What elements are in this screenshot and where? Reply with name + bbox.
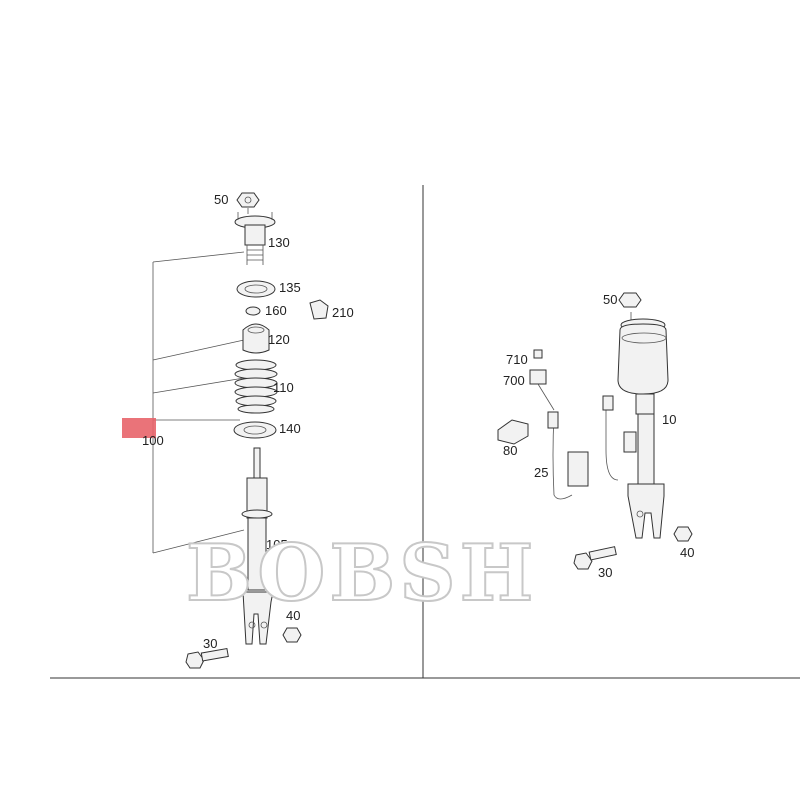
- diagram-frame: [50, 185, 800, 679]
- callout-label: 40: [286, 608, 300, 623]
- callout-label: 130: [268, 235, 290, 250]
- callout-label: 25: [534, 465, 548, 480]
- lower-nut: [282, 627, 302, 643]
- callout-label: 50: [214, 192, 228, 207]
- clip: [309, 299, 329, 320]
- top-nut: [618, 292, 642, 308]
- bump-stop: [242, 323, 270, 354]
- highlight-marker: [122, 418, 156, 438]
- callout-label: 30: [598, 565, 612, 580]
- callout-label: 105: [266, 537, 288, 552]
- washer: [245, 306, 261, 316]
- callout-label: 710: [506, 352, 528, 367]
- callout-label: 10: [662, 412, 676, 427]
- callout-label: 700: [503, 373, 525, 388]
- lower-bolt: [573, 546, 617, 570]
- bearing: [236, 280, 276, 298]
- shock-absorber: [241, 447, 274, 645]
- left-panel: 50 130 135 160 210 120 110 140 100 105 4…: [122, 192, 354, 669]
- sensor-line: [547, 395, 637, 500]
- top-mount: [234, 208, 276, 265]
- top-nut: [236, 192, 260, 208]
- valve-assembly: [529, 349, 555, 411]
- callout-label: 30: [203, 636, 217, 651]
- coil-spring: [234, 359, 278, 414]
- lower-bolt: [185, 647, 229, 669]
- air-strut: [617, 312, 669, 539]
- callout-label: 40: [680, 545, 694, 560]
- callout-label: 50: [603, 292, 617, 307]
- watermark-text: BOBSH: [186, 528, 537, 619]
- callout-label: 135: [279, 280, 301, 295]
- mounting-bracket: [497, 419, 529, 445]
- right-panel: 50 710 700 10 80 25 40 30: [497, 292, 694, 580]
- callout-label: 160: [265, 303, 287, 318]
- callout-label: 140: [279, 421, 301, 436]
- callout-label: 80: [503, 443, 517, 458]
- callout-label: 210: [332, 305, 354, 320]
- lower-nut: [673, 526, 693, 542]
- callout-label: 100: [142, 433, 164, 448]
- assembly-bracket: [152, 251, 245, 554]
- spring-pad: [233, 421, 277, 439]
- callout-label: 120: [268, 332, 290, 347]
- callout-label: 110: [273, 380, 294, 395]
